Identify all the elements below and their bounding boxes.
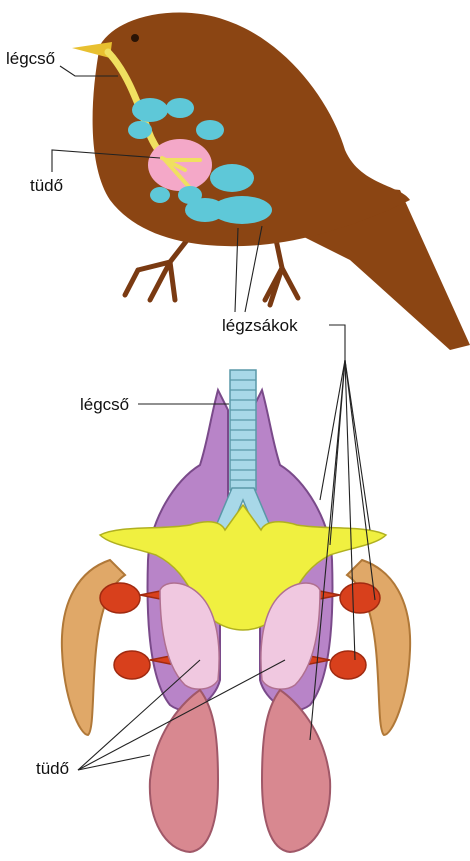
yellow-sac <box>100 505 386 630</box>
respiratory-anatomy <box>62 370 410 852</box>
bird-illustration <box>72 12 470 350</box>
label-bird-lung: tüdő <box>30 176 63 195</box>
label-anatomy-trachea: légcső <box>80 395 129 414</box>
label-bird-trachea: légcső <box>6 49 55 68</box>
label-anatomy-lungs: tüdő <box>36 759 69 778</box>
bird-lung <box>148 139 212 191</box>
bird-eye <box>131 34 139 42</box>
leader-air-sacs-side <box>329 325 345 360</box>
label-air-sacs: légzsákok <box>222 316 298 335</box>
posterior-sac-right <box>262 690 330 852</box>
